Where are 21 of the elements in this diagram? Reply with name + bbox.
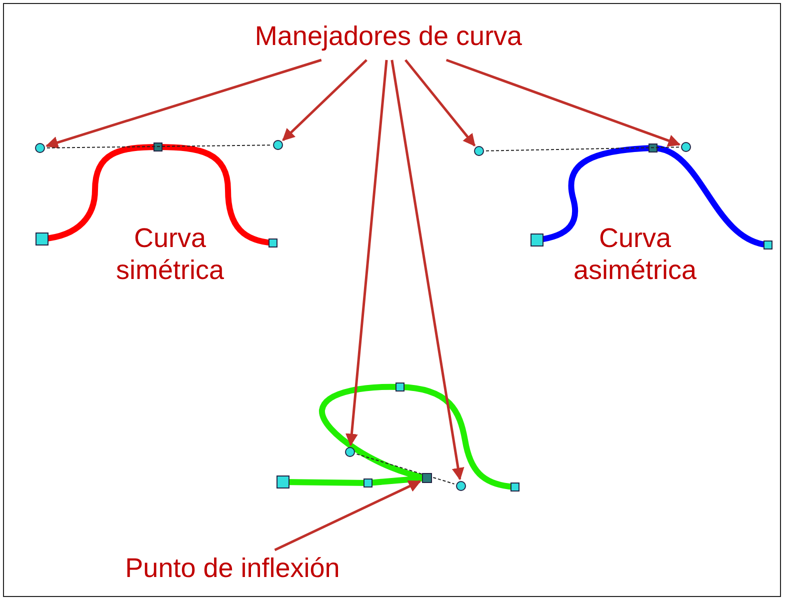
control-handle: [35, 143, 45, 153]
leader-arrow: [446, 58, 681, 147]
callout-label: Manejadores de curva: [236, 20, 541, 58]
curve-label: Curva simétrica: [114, 222, 225, 286]
callout-label: Punto de inflexión: [110, 552, 355, 588]
leader-arrow: [390, 60, 464, 480]
control-handle: [456, 481, 466, 491]
tangent-line: [46, 144, 272, 148]
control-handle: [474, 146, 484, 156]
leader-arrow: [404, 59, 476, 147]
leader-arrow: [345, 60, 388, 446]
control-handle: [273, 140, 283, 150]
tangent-line: [356, 454, 455, 484]
control-handle: [681, 142, 691, 152]
leader-arrow: [46, 58, 322, 149]
leader-arrow: [282, 59, 368, 142]
curve-label: Curva asimétrica: [572, 222, 698, 286]
inflection-point-marker: [422, 473, 432, 483]
tangent-line: [486, 146, 680, 152]
leader-arrow: [274, 480, 422, 552]
control-handle: [345, 447, 355, 457]
